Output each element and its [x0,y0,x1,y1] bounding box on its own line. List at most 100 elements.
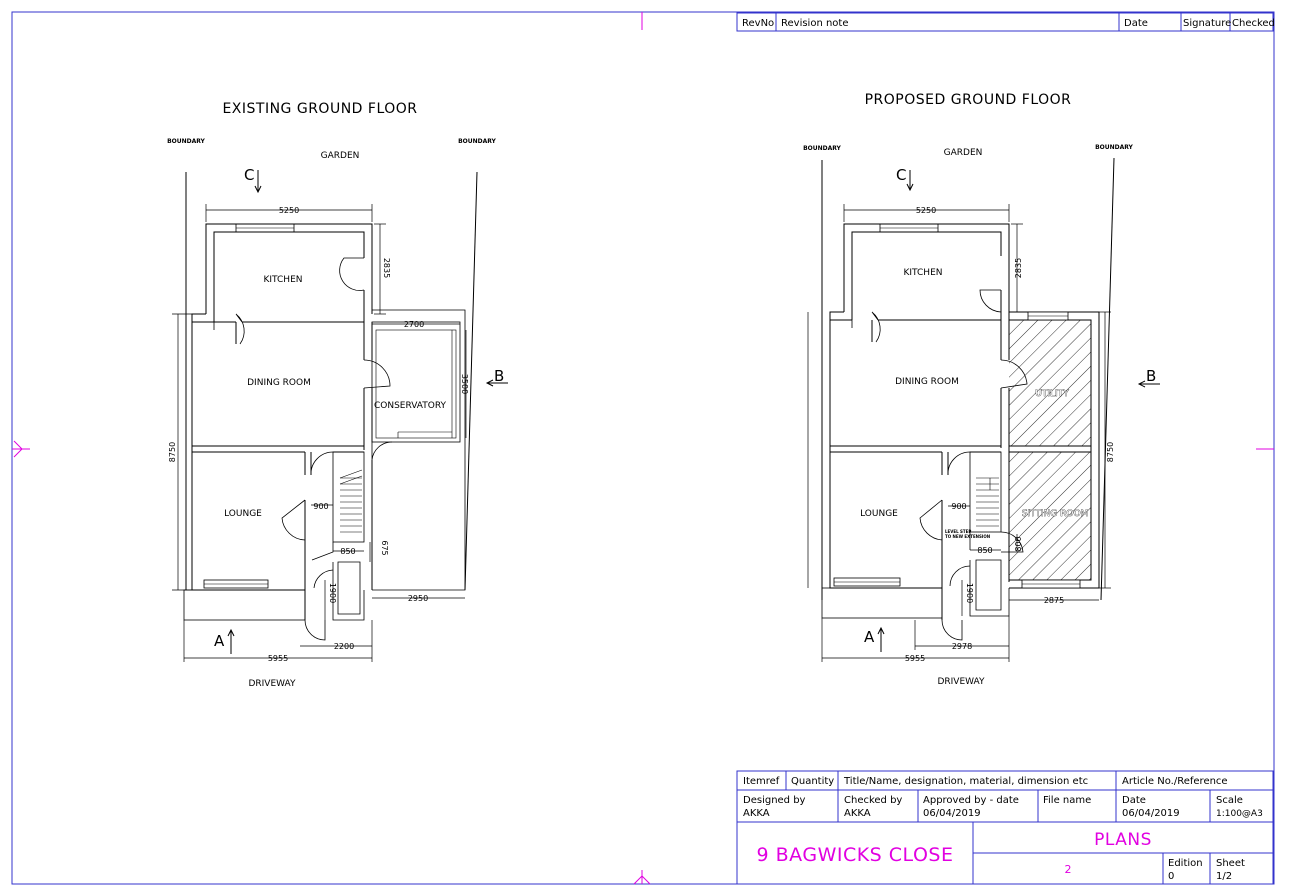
existing-hall-door [310,451,334,476]
existing-dim-675: 675 [380,540,389,555]
title-block: Itemref Quantity Title/Name, designation… [736,770,1274,885]
tb-sheet-label: Sheet [1216,858,1245,869]
existing-dim-850: 850 [340,547,355,556]
existing-section-c: C [244,166,254,184]
tb-itemref-label: Itemref [743,776,780,787]
proposed-boundary-right: BOUNDARY [1095,144,1133,151]
existing-dimension-lines [172,204,467,662]
tb-approved: 06/04/2019 [923,808,981,819]
proposed-section-c: C [896,166,906,184]
proposed-garden-label: GARDEN [944,148,983,158]
existing-dim-5250: 5250 [279,206,299,215]
proposed-dim-8750: 8750 [1106,442,1115,462]
tb-checked-by: AKKA [844,808,871,819]
existing-boundary-right: BOUNDARY [458,138,496,145]
existing-conservatory-door [363,359,391,389]
existing-room-dining: DINING ROOM [247,378,311,388]
proposed-bay [821,587,943,619]
proposed-room-dining: DINING ROOM [895,377,959,387]
proposed-title: PROPOSED GROUND FLOOR [865,92,1072,108]
existing-section-b-arrow [485,379,508,387]
proposed-sitting-hatch [1009,452,1091,580]
tb-date-label: Date [1122,795,1146,806]
proposed-dim-900: 900 [951,502,966,511]
proposed-dim-2835: 2835 [1014,258,1023,278]
existing-dim-2700: 2700 [404,320,424,329]
proposed-room-lounge: LOUNGE [860,509,898,519]
tb-edition-label: Edition [1168,858,1203,869]
proposed-dim-850: 850 [977,546,992,555]
tb-scale: 1:100@A3 [1216,809,1263,819]
proposed-section-b-arrow [1137,380,1160,388]
existing-room-lounge: LOUNGE [224,509,262,519]
tb-drawing-title: PLANS [1094,830,1152,850]
proposed-room-kitchen: KITCHEN [904,268,943,278]
proposed-level-note-2: TO NEW EXTENSION [945,534,990,539]
tb-drawing-no: 2 [1065,863,1072,876]
tb-edition: 0 [1168,871,1174,882]
proposed-section-a-arrow [877,626,885,652]
proposed-wc [975,559,1002,611]
existing-room-kitchen: KITCHEN [264,275,303,285]
rev-header-checked: Checked [1232,18,1275,29]
proposed-driveway-label: DRIVEWAY [937,677,985,687]
existing-dining-door [213,313,245,345]
proposed-wc-door [949,565,971,587]
existing-dim-5955: 5955 [268,654,288,663]
existing-dim-2950: 2950 [408,594,428,603]
tb-approved-label: Approved by - date [923,795,1019,806]
existing-stairs [339,469,363,533]
rev-header-signature: Signature [1183,18,1231,29]
proposed-room-sitting: SITTING ROOM [1022,509,1089,519]
existing-lounge-door [281,499,306,541]
proposed-dimension-lines [807,204,1111,662]
proposed-stair-enclosure [969,451,1002,533]
proposed-boundary-line-right [1100,157,1115,601]
tb-file-name-label: File name [1043,795,1091,806]
existing-kitchen-door [339,257,365,291]
proposed-section-b: B [1146,367,1156,385]
tb-scale-label: Scale [1216,795,1243,806]
proposed-boundary-left: BOUNDARY [803,145,841,152]
tb-date: 06/04/2019 [1122,808,1180,819]
sheet-border [11,11,1275,885]
existing-section-a-arrow [227,628,235,654]
proposed-dim-5250: 5250 [916,206,936,215]
rev-header-revno: RevNo [742,18,774,29]
proposed-dining-door [851,311,881,343]
existing-dim-3500: 3500 [460,374,469,394]
existing-conservatory [371,321,461,443]
tb-sheet: 1/2 [1216,871,1232,882]
tb-designed-by: AKKA [743,808,770,819]
existing-boundary-left: BOUNDARY [167,138,205,145]
existing-front-door [304,619,326,641]
existing-garden-label: GARDEN [321,151,360,161]
existing-section-c-arrow [254,170,262,194]
existing-driveway-label: DRIVEWAY [248,679,296,689]
proposed-front-door [941,619,963,641]
proposed-section-a: A [864,628,875,646]
revision-table: RevNo Revision note Date Signature Check… [736,12,1275,32]
tb-article-label: Article No./Reference [1122,776,1228,787]
left-center-mark [12,440,30,458]
proposed-lounge-door [919,499,943,541]
existing-dim-2835: 2835 [382,258,391,278]
existing-section-b: B [494,367,504,385]
bottom-center-mark [633,870,651,885]
tb-quantity-label: Quantity [791,776,834,787]
existing-plan: EXISTING GROUND FLOOR BOUNDARY BOUNDARY … [167,101,508,689]
tb-project-name: 9 BAGWICKS CLOSE [757,844,954,866]
existing-dim-2200: 2200 [334,642,354,651]
proposed-hall-door [947,451,971,476]
existing-wc-door [313,569,334,589]
tb-title-name-label: Title/Name, designation, material, dimen… [843,776,1088,787]
existing-dim-1900: 1900 [328,583,337,603]
existing-dim-8750: 8750 [168,442,177,462]
existing-boundary-line-right [464,171,478,591]
existing-conservatory-door-2 [371,430,393,461]
existing-room-conservatory: CONSERVATORY [374,401,447,411]
proposed-stairs [976,477,999,527]
tb-designed-by-label: Designed by [743,795,806,806]
existing-title: EXISTING GROUND FLOOR [222,101,417,117]
